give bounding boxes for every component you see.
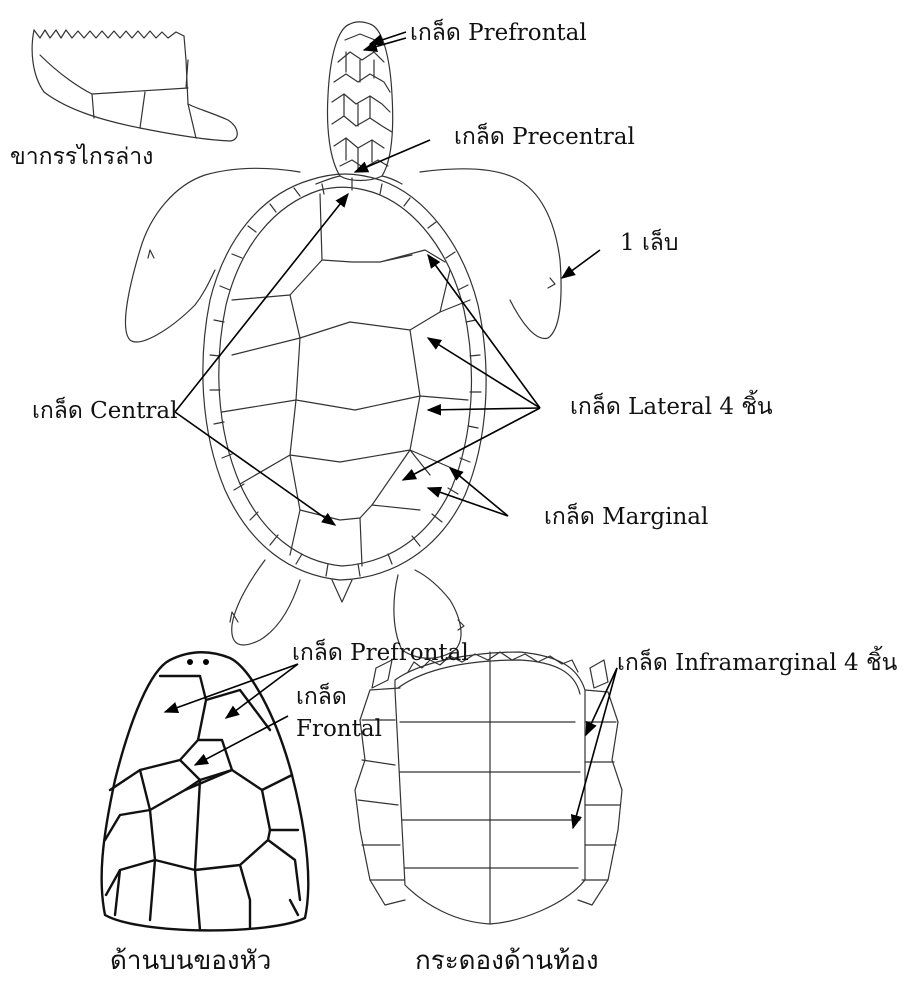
plastron-caption: กระดองด้านท้อง — [415, 948, 599, 974]
lower-jaw-drawing — [32, 30, 237, 141]
central-label: เกล็ด Central — [32, 400, 177, 423]
lower-jaw-label: ขากรรไกรล่าง — [10, 146, 153, 169]
prefrontal-head-label: เกล็ด Prefrontal — [292, 642, 469, 665]
claw-label: 1 เล็บ — [620, 232, 679, 255]
annotation-arrows — [165, 32, 617, 828]
frontal-label-line1: เกล็ด — [296, 686, 347, 709]
prefrontal-top-label: เกล็ด Prefrontal — [410, 22, 587, 45]
head-top-view-drawing — [102, 652, 309, 930]
inframarginal-label: เกล็ด Inframarginal 4 ชิ้น — [617, 652, 897, 675]
frontal-label-line2: Frontal — [296, 718, 382, 741]
plastron-drawing — [355, 652, 622, 924]
head-top-caption: ด้านบนของหัว — [110, 948, 271, 974]
precentral-label: เกล็ด Precentral — [454, 126, 635, 149]
marginal-label: เกล็ด Marginal — [544, 506, 708, 529]
lateral-label: เกล็ด Lateral 4 ชิ้น — [570, 396, 773, 419]
